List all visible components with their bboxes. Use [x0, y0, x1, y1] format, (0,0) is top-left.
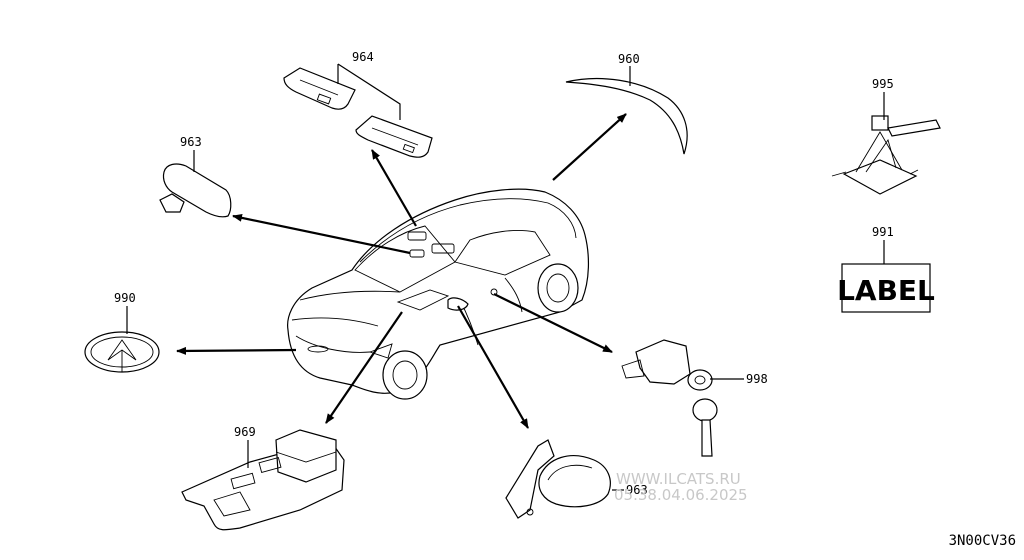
arrow-to-key-cylinder — [493, 293, 613, 353]
emblem-part[interactable] — [84, 331, 160, 373]
arrow-to-inside-mirror — [232, 213, 411, 255]
sun-visor-part[interactable] — [283, 67, 433, 158]
door-mirror-number: 963 — [626, 483, 648, 497]
watermark-site: WWW.ILCATS.RU — [616, 470, 741, 488]
inside-mirror-part[interactable] — [159, 163, 232, 218]
jack-number: 995 — [872, 77, 894, 91]
jack-part[interactable] — [831, 115, 941, 195]
arrow-to-console — [325, 311, 403, 424]
sun-visor-number: 964 — [352, 50, 374, 64]
key-cylinder-number: 998 — [746, 372, 768, 386]
inside-mirror-number: 963 — [180, 135, 202, 149]
label-number: 991 — [872, 225, 894, 239]
car-illustration — [287, 188, 590, 400]
diagram-code: 3N00CV36 — [949, 533, 1016, 549]
arrow-to-spoiler — [552, 113, 627, 181]
console-part[interactable] — [181, 429, 345, 531]
pointer-arrows — [176, 113, 627, 429]
label-plate-text: LABEL — [837, 274, 935, 307]
arrow-to-door-mirror — [457, 305, 529, 429]
emblem-number: 990 — [114, 291, 136, 305]
arrow-to-visor — [371, 149, 417, 227]
label-plate[interactable] — [841, 263, 931, 313]
sun-visor-leader-b — [337, 63, 401, 120]
rear-spoiler-part[interactable] — [565, 77, 688, 155]
key-cylinder-part[interactable] — [621, 339, 718, 457]
arrow-to-emblem — [176, 346, 297, 355]
console-number: 969 — [234, 425, 256, 439]
rear-spoiler-number: 960 — [618, 52, 640, 66]
watermark-date: 05.38.04.06.2025 — [614, 486, 748, 504]
door-mirror-part[interactable] — [505, 439, 611, 519]
